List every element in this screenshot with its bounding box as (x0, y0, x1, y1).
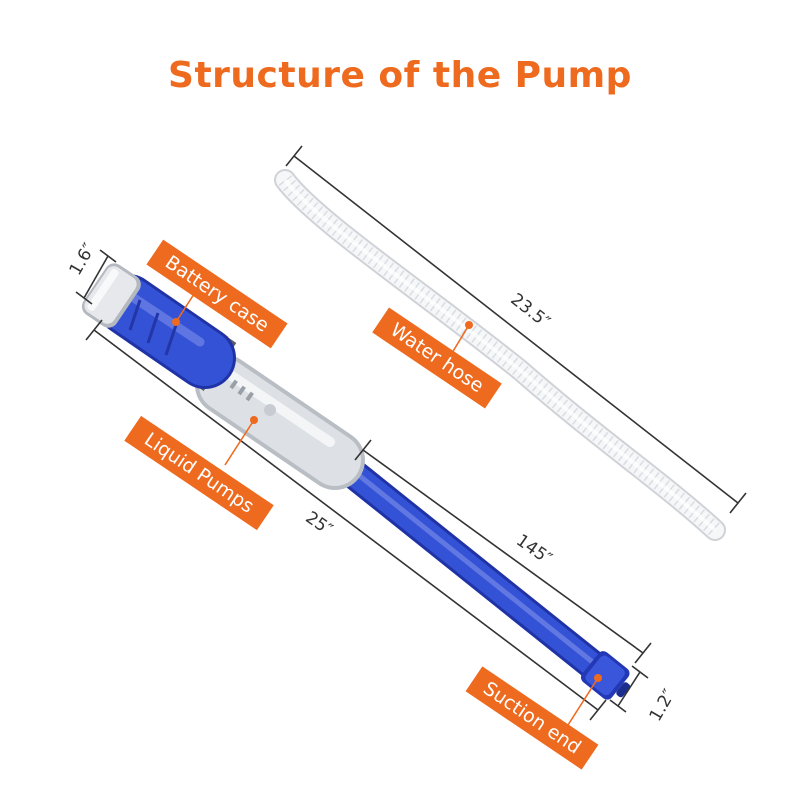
dim-cap-diameter (75, 249, 117, 305)
dim-tip-diameter (609, 665, 649, 713)
dimension-lines (75, 145, 747, 721)
hose-length-text: 23.5″ (507, 290, 554, 333)
dim-tube-length (354, 439, 652, 664)
pump-cap (81, 263, 141, 328)
battery-case (97, 274, 236, 389)
dim-hose-length (285, 145, 747, 514)
cap-diameter-text: 1.6″ (66, 240, 100, 279)
leader-dots (172, 318, 602, 682)
label-suction-end: Suction end (465, 666, 599, 770)
label-water-hose: Water hose (372, 307, 502, 409)
dim-pump-length (85, 319, 607, 721)
pump-body (81, 263, 631, 700)
pump-lower-housing (195, 355, 365, 490)
suction-end-text: Suction end (479, 677, 585, 758)
suction-end-tip (580, 651, 631, 700)
switch-button (264, 404, 276, 416)
vent-slots (229, 379, 254, 402)
pump-length-text: 25″ (302, 508, 336, 540)
water-hose (274, 169, 726, 541)
tip-diameter-text: 1.2″ (646, 686, 680, 725)
diagram-title: Structure of the Pump (168, 55, 632, 96)
